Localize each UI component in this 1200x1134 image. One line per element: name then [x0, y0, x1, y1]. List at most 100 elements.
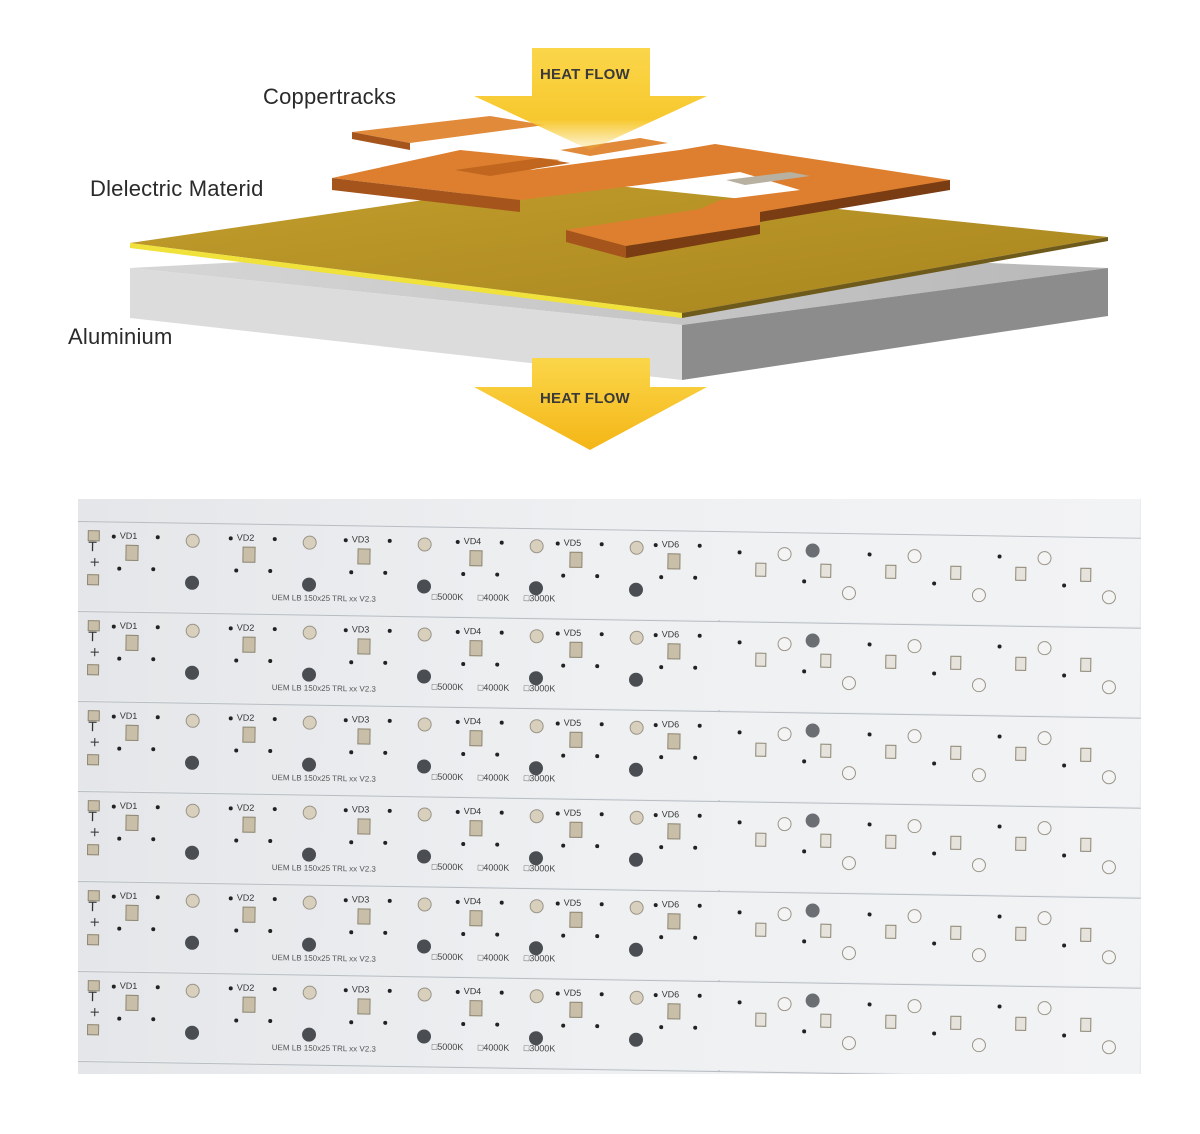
led-pad: [125, 544, 139, 561]
led-pad: [242, 636, 256, 653]
led-pad: [667, 553, 681, 570]
led-pad: [1015, 926, 1027, 941]
led-pad: [820, 833, 832, 848]
led-pad: [667, 823, 681, 840]
via-dot: [495, 572, 500, 577]
led-pad: [755, 652, 767, 667]
via-dot: [387, 718, 392, 723]
mount-hole-ring: [185, 983, 200, 998]
via-dot: [228, 986, 233, 991]
mount-hole-ring: [971, 588, 987, 603]
board-model-text: UEM LB 150x25 TRL xx V2.3: [271, 953, 376, 964]
via-dot: [343, 988, 348, 993]
led-pad: [667, 913, 681, 930]
led-designator: VD5: [563, 627, 582, 638]
mount-hole: [805, 993, 820, 1008]
via-dot: [737, 820, 742, 825]
mount-hole-ring: [529, 629, 544, 644]
via-dot: [455, 539, 460, 544]
via-dot: [867, 912, 872, 917]
edge-symbol: T: [88, 540, 97, 556]
via-dot: [599, 992, 604, 997]
via-dot: [1062, 943, 1067, 948]
edge-symbol: T: [88, 900, 97, 916]
via-dot: [349, 840, 354, 845]
led-designator: VD6: [661, 899, 680, 910]
led-designator: VD4: [463, 986, 482, 997]
cct-option: □5000K: [431, 771, 464, 783]
mount-hole-ring: [841, 766, 857, 781]
led-designator: VD2: [236, 532, 255, 543]
via-dot: [499, 720, 504, 725]
mount-hole-ring: [971, 858, 987, 873]
via-dot: [461, 1022, 466, 1027]
via-dot: [495, 662, 500, 667]
via-dot: [561, 933, 566, 938]
heat-flow-top-label: HEAT FLOW: [540, 66, 630, 83]
led-designator: VD5: [563, 717, 582, 728]
led-pad: [885, 1014, 897, 1029]
led-pad: [569, 1001, 583, 1018]
via-dot: [117, 836, 122, 841]
mount-hole-ring: [529, 989, 544, 1004]
led-designator: VD3: [351, 894, 370, 905]
led-pad: [357, 548, 371, 565]
mount-hole: [301, 757, 317, 772]
via-dot: [932, 581, 937, 586]
led-pad: [755, 832, 767, 847]
via-dot: [659, 755, 664, 760]
via-dot: [599, 812, 604, 817]
via-dot: [697, 543, 702, 548]
cct-option: □3000K: [523, 593, 556, 604]
led-pad: [820, 1013, 832, 1028]
via-dot: [495, 752, 500, 757]
via-dot: [117, 656, 122, 661]
via-dot: [693, 755, 698, 760]
mount-hole: [301, 1027, 317, 1042]
led-designator: VD2: [236, 802, 255, 813]
mount-hole-ring: [1037, 641, 1052, 656]
mount-hole: [416, 669, 432, 684]
led-designator: VD3: [351, 804, 370, 815]
led-pad: [950, 835, 962, 850]
via-dot: [802, 579, 807, 584]
via-dot: [997, 824, 1002, 829]
via-dot: [932, 941, 937, 946]
via-dot: [151, 927, 156, 932]
via-dot: [737, 640, 742, 645]
via-dot: [595, 754, 600, 759]
led-pad: [1015, 566, 1027, 581]
board-model-text: UEM LB 150x25 TRL xx V2.3: [271, 683, 376, 694]
cct-option: □4000K: [477, 1042, 510, 1053]
via-dot: [272, 537, 277, 542]
via-dot: [455, 809, 460, 814]
via-dot: [349, 930, 354, 935]
mount-hole: [628, 762, 644, 777]
via-dot: [659, 845, 664, 850]
via-dot: [383, 930, 388, 935]
via-dot: [659, 1025, 664, 1030]
mount-hole-ring: [417, 627, 432, 642]
board-model-text: UEM LB 150x25 TRL xx V2.3: [271, 593, 376, 604]
via-dot: [111, 804, 116, 809]
cct-option: □5000K: [431, 681, 464, 693]
led-pad: [885, 744, 897, 759]
via-dot: [383, 1020, 388, 1025]
via-dot: [343, 538, 348, 543]
via-dot: [1062, 853, 1067, 858]
mount-hole-ring: [629, 540, 644, 555]
via-dot: [555, 901, 560, 906]
cct-option: □4000K: [477, 772, 510, 783]
led-designator: VD2: [236, 622, 255, 633]
edge-pad: [86, 574, 100, 586]
mount-hole: [184, 755, 200, 770]
mount-hole-ring: [971, 768, 987, 783]
via-dot: [653, 633, 658, 638]
edge-symbol: +: [89, 645, 101, 661]
edge-pad: [86, 754, 100, 766]
layer-stack-illustration: [130, 48, 1108, 450]
via-dot: [595, 574, 600, 579]
led-designator: VD3: [351, 534, 370, 545]
